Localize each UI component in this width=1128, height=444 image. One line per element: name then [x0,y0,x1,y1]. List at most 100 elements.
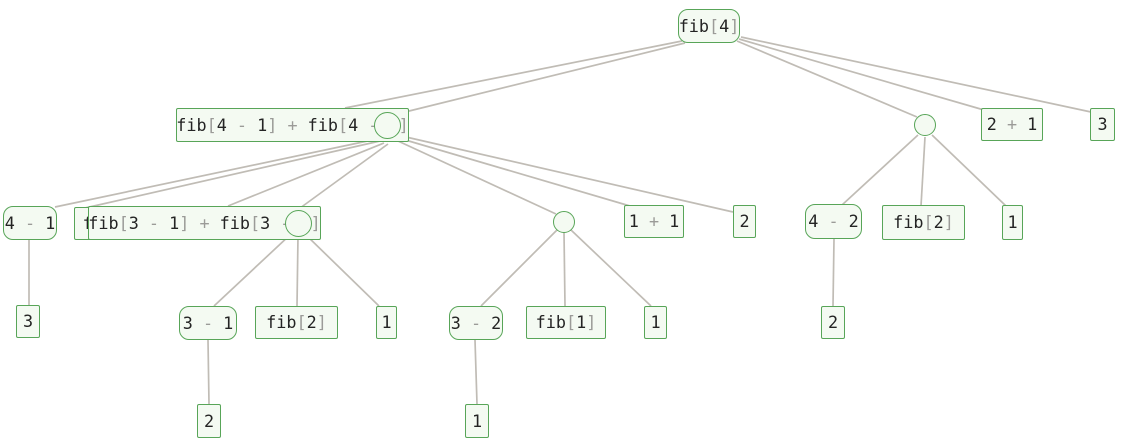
node-label-segment: ] [729,15,740,36]
tree-edge-root-fib4--subtrace-circle-fib3 [396,42,686,115]
node-label-segment: 2 [986,114,997,135]
node-label-segment: [ [337,114,349,135]
node-label-segment: 1 [576,312,587,333]
node-label-segment: ] [267,114,278,135]
node-label-segment: [ [206,114,217,135]
tree-node-expr-2plus1: 2 + 1 [981,108,1043,141]
node-label-segment: ] [316,312,327,333]
node-label-segment: 1 [669,211,680,232]
node-label-segment: 2 [933,212,944,233]
node-label-segment: - [192,312,224,333]
node-label-segment: 3 [22,311,34,332]
node-label-segment: fib [535,312,566,333]
tree-edge-step-3minus2--result-1-bottom [474,339,478,405]
tree-node-subtrace-circle-fib1 [553,211,575,233]
node-label-segment: fib [266,312,297,333]
node-label-segment: [ [565,312,577,333]
node-label-segment: - [818,211,849,232]
node-label-segment: - [226,114,258,135]
node-label-segment: 4 [216,114,227,135]
node-label-segment: - [138,212,170,233]
tree-edge-subtrace-circle-fib3--hidden-fib3 [84,140,381,209]
node-label-segment: - [358,116,388,134]
node-label-segment: 1 [381,312,392,333]
node-label-segment: ] [310,212,321,233]
node-label-segment: + [638,211,670,232]
tree-node-expr-fib4-expanded: fib[4 - 1] + fib[4 - 2] [176,108,409,142]
tree-edge-subtrace-circle-fib1--result-1-b [570,229,652,307]
node-label-segment: [ [709,15,720,36]
tree-node-result-3-top: 3 [1090,108,1115,141]
tree-edge-subtrace-circle-fib2-outer--expr-fib2-right [920,136,926,207]
tree-node-subtrace-circle-fib3 [374,112,401,139]
tree-edge-subtrace-circle-fib2-inner--step-3minus1 [213,233,292,307]
tree-node-result-1-bottom: 1 [465,404,489,438]
node-label-segment: 3 [182,312,193,333]
node-label-segment: + [277,114,308,135]
node-label-segment: + [189,212,220,233]
tree-node-result-1-a: 1 [376,306,397,339]
tree-edge-subtrace-circle-fib2-outer--step-4minus2 [841,134,919,206]
tree-node-result-3-left: 3 [16,305,40,338]
tree-node-expr-fib2-left: fib[2] [255,306,338,339]
node-label-segment: 2 [827,312,839,333]
tree-edge-subtrace-circle-fib3--expr-1plus1 [401,138,631,207]
tree-edge-step-4minus2--result-2-right [832,238,835,307]
tree-edge-subtrace-circle-fib2-outer--result-1-right [931,134,1007,207]
node-label-segment: 1 [471,410,483,431]
node-label-segment: ] [179,212,190,233]
tree-node-root-fib4: fib[4] [678,9,740,43]
tree-node-result-1-right: 1 [1002,205,1023,240]
tree-node-expr-fib3-expanded: fib[3 - 1] + fib[3 - 2] [88,206,321,240]
node-label-segment: [ [118,212,129,233]
tree-node-result-2-mid: 2 [733,205,756,238]
tree-node-step-4minus2: 4 - 2 [805,204,862,239]
node-label-segment: 3 [260,212,271,233]
node-label-segment: - [460,312,492,333]
node-label-segment: - [14,212,46,233]
node-label-segment: [ [923,212,934,233]
tree-edge-root-fib4--expr-2plus1 [738,38,985,111]
node-label-segment: 3 [1097,114,1108,135]
tree-node-expr-fib2-right: fib[2] [882,205,965,240]
tree-edge-root-fib4--subtrace-circle-fib2-outer [736,40,918,118]
node-label-segment: 1 [650,312,661,333]
tree-edge-step-3minus1--result-2-bottom [207,339,210,405]
tree-edge-subtrace-circle-fib3--step-4minus1 [54,138,378,208]
node-label-segment: [ [249,212,261,233]
node-label-segment: 4 [719,15,730,36]
node-label-segment: fib [88,212,119,233]
tree-edge-subtrace-circle-fib3--subtrace-circle-fib2-inner [295,143,389,212]
node-label-segment: 2 [739,211,750,232]
tree-edge-subtrace-circle-fib3--expr-fib3-expanded [227,142,385,207]
tree-edge-subtrace-circle-fib1--expr-fib1 [563,231,566,307]
tree-edge-subtrace-circle-fib3--subtrace-circle-fib1 [397,140,557,215]
node-label-segment: 1 [45,212,56,233]
node-label-segment: 4 [808,211,819,232]
tree-edge-subtrace-circle-fib1--step-3minus2 [480,229,558,307]
node-label-segment: 4 [348,114,359,135]
tree-node-step-4minus1: 4 - 1 [3,206,57,240]
node-label-segment: ] [398,114,409,135]
node-label-segment: 3 [128,212,139,233]
node-label-segment: fib [307,114,338,135]
tree-edge-root-fib4--expr-fib4-expanded [344,40,683,109]
tree-node-expr-fib1: fib[1] [526,306,606,339]
node-label-segment: 2 [203,410,215,431]
node-label-segment: 1 [223,312,234,333]
node-label-segment: fib [893,212,924,233]
node-label-segment: 1 [1007,212,1018,233]
node-label-segment: fib [176,114,207,135]
tree-node-expr-1plus1: 1 + 1 [624,205,684,238]
node-label-segment: ] [943,212,954,233]
tree-node-subtrace-circle-fib2-inner [285,210,312,237]
node-label-segment: 2 [491,312,502,333]
node-label-segment: fib [678,15,709,36]
node-label-segment: 1 [257,114,268,135]
node-label-segment: + [996,114,1028,135]
node-label-segment: [ [296,312,307,333]
node-label-segment: 2 [306,312,317,333]
tree-edge-subtrace-circle-fib2-inner--result-1-a [304,233,380,307]
